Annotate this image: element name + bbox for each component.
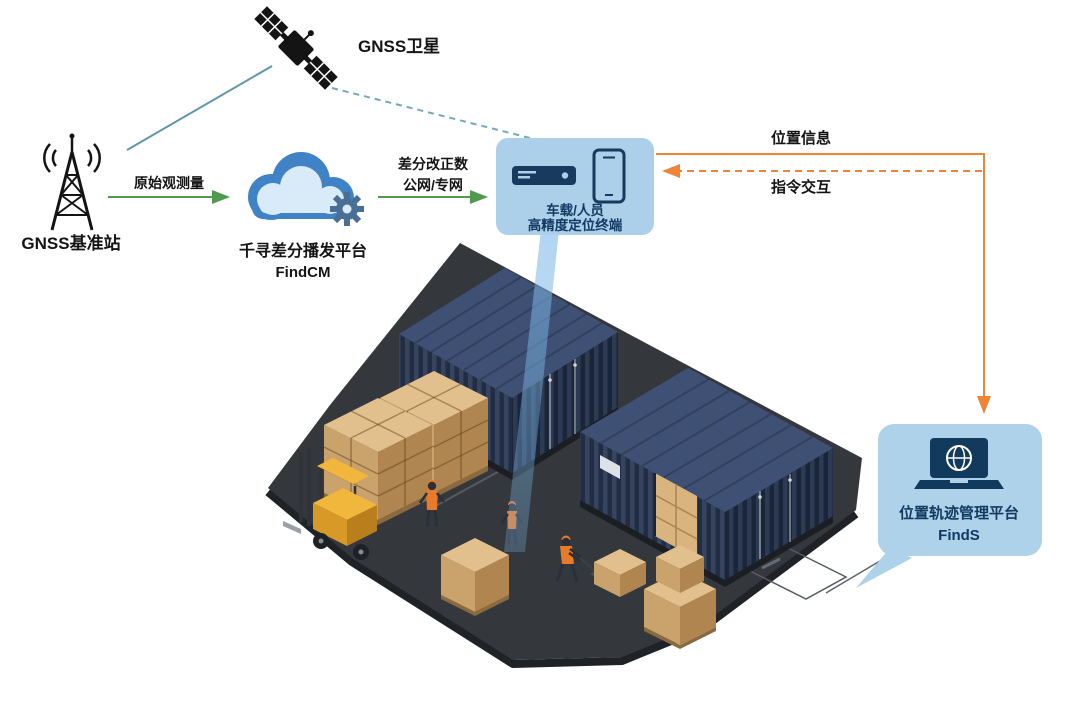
positioning-beam <box>504 230 559 552</box>
base-station-label: GNSS基准站 <box>21 233 120 253</box>
finds-node: 位置轨迹管理平台 FindS <box>825 424 1042 594</box>
position-info-arrow <box>656 153 991 414</box>
terminal-panel <box>496 138 654 235</box>
cloud-platform-product: FindCM <box>276 264 331 281</box>
terminal-label-line2: 高精度定位终端 <box>528 217 623 233</box>
satellite-icon <box>254 6 338 90</box>
position-info-label: 位置信息 <box>771 129 831 147</box>
worker-3-pallet-jack <box>555 535 646 597</box>
raw-observation-label: 原始观测量 <box>134 175 204 191</box>
signal-waves-icon <box>43 143 101 173</box>
cloud-platform-label: 千寻差分播发平台 <box>239 241 367 260</box>
smartphone-icon <box>592 148 626 204</box>
crate-stack-right <box>644 545 716 649</box>
correction-label-line2: 公网/专网 <box>403 177 463 193</box>
globe-icon <box>946 445 972 471</box>
laptop-icon <box>914 438 1004 489</box>
open-door-cargo <box>654 473 698 559</box>
forklift <box>283 448 377 560</box>
crate-center <box>441 538 509 616</box>
platform-edge <box>265 488 859 668</box>
bubble-tail <box>856 548 912 588</box>
gear-icon <box>330 192 364 226</box>
receiver-icon <box>512 166 576 185</box>
finds-label: 位置轨迹管理平台 <box>899 504 1019 522</box>
container-label-plate <box>600 455 620 479</box>
container-door-rods <box>759 474 791 559</box>
container-door-rods <box>549 359 576 449</box>
radio-tower-icon <box>43 133 101 231</box>
cloud-icon <box>248 152 364 226</box>
finds-product: FindS <box>938 527 980 544</box>
shipping-container-2-open <box>580 368 833 587</box>
satellite-to-terminal-line <box>331 87 535 140</box>
pallet-stack-front <box>323 398 433 525</box>
terminal-label-line1: 车载/人员 <box>546 202 604 218</box>
correction-label-line1: 差分改正数 <box>398 156 469 172</box>
satellite-to-station-line <box>126 65 273 151</box>
finds-panel <box>878 424 1042 556</box>
satellite-label: GNSS卫星 <box>358 37 440 56</box>
worker-1 <box>418 479 445 528</box>
command-label: 指令交互 <box>771 178 831 196</box>
terminal-node: 车载/人员 高精度定位终端 <box>496 138 654 235</box>
warehouse-scene <box>265 243 862 668</box>
